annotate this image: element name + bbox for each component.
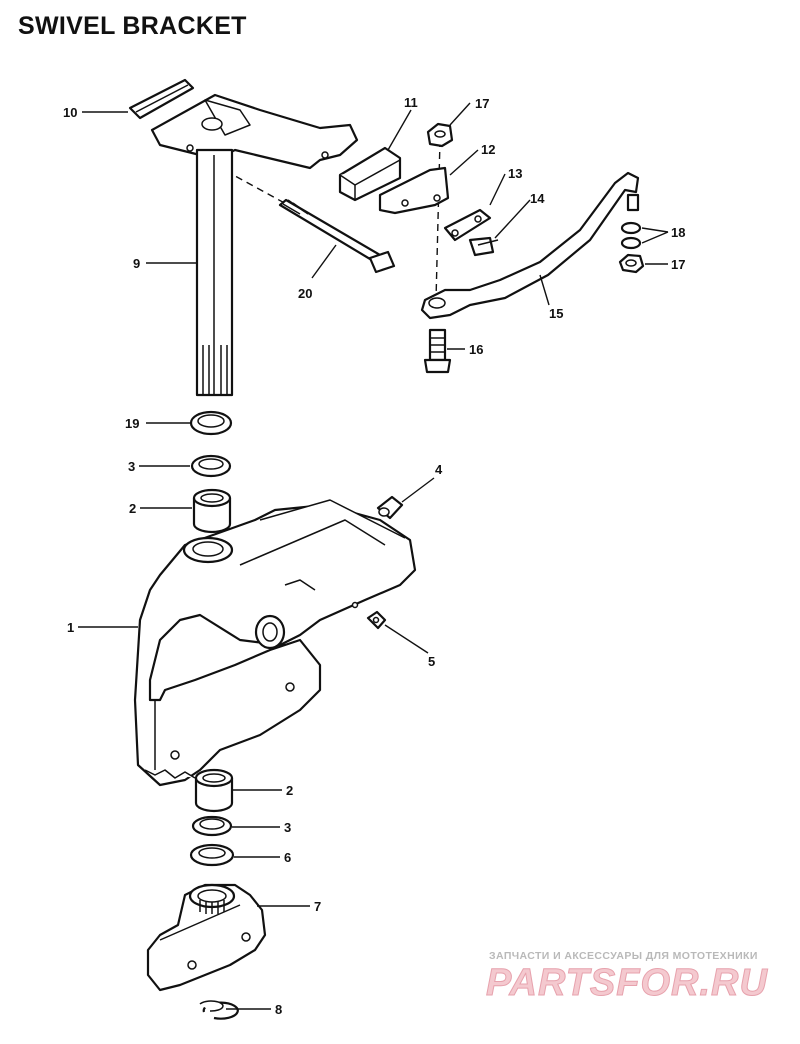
part-17-nut-top [426,122,454,148]
part-5-grease-fitting [366,610,387,630]
callout-2-bottom: 2 [286,783,293,798]
callout-12: 12 [481,142,495,157]
callout-11: 11 [404,95,418,110]
callout-leader-lines [78,102,669,1010]
part-11-block [338,146,402,202]
callout-16: 16 [469,342,483,357]
part-15-steering-link-rod [420,171,640,320]
callout-17-bottom: 17 [671,257,685,272]
callout-1: 1 [67,620,74,635]
callout-15: 15 [549,306,563,321]
part-4-small-bushing [376,495,404,520]
part-2-bushing-bottom [194,768,234,813]
part-9-steering-shaft [150,93,359,397]
callout-5: 5 [428,654,435,669]
callout-2-top: 2 [129,501,136,516]
assembly-guide-lines [214,139,441,301]
part-2-bushing-top [192,488,232,534]
callout-19: 19 [125,416,139,431]
callout-3-top: 3 [128,459,135,474]
callout-10: 10 [63,105,77,120]
part-8-retaining-ring [199,1000,239,1020]
callout-9: 9 [133,256,140,271]
callout-6: 6 [284,850,291,865]
part-16-bolt [423,328,452,374]
watermark-tagline: ЗАПЧАСТИ И АКСЕССУАРЫ ДЛЯ МОТОТЕХНИКИ [489,950,758,962]
part-1-swivel-bracket [133,499,417,787]
part-20-long-bolt [278,198,396,274]
callout-18: 18 [671,225,685,240]
part-17-nut-bottom [618,253,645,274]
part-12-bracket-plate [378,166,450,215]
part-10-clip [128,78,195,120]
part-3-seal-top [190,454,232,478]
callout-labels: 10 11 17 12 13 14 9 20 18 17 15 16 19 3 … [63,95,685,1017]
callout-7: 7 [314,899,321,914]
callout-8: 8 [275,1002,282,1017]
callout-20: 20 [298,286,312,301]
watermark-logo: PARTSFOR.RU [486,962,768,1005]
part-13-link-plate [443,208,492,242]
part-7-lower-yoke [146,883,267,992]
part-3-seal-bottom [191,815,233,837]
callout-14: 14 [530,191,545,206]
callout-4: 4 [435,462,443,477]
part-14-bolt [468,236,499,257]
part-18-washers [620,221,642,250]
part-6-washer [189,843,235,867]
part-19-washer [189,410,233,436]
callout-13: 13 [508,166,522,181]
callout-3-bottom: 3 [284,820,291,835]
page-title: SWIVEL BRACKET [18,12,247,40]
callout-17-top: 17 [475,96,489,111]
